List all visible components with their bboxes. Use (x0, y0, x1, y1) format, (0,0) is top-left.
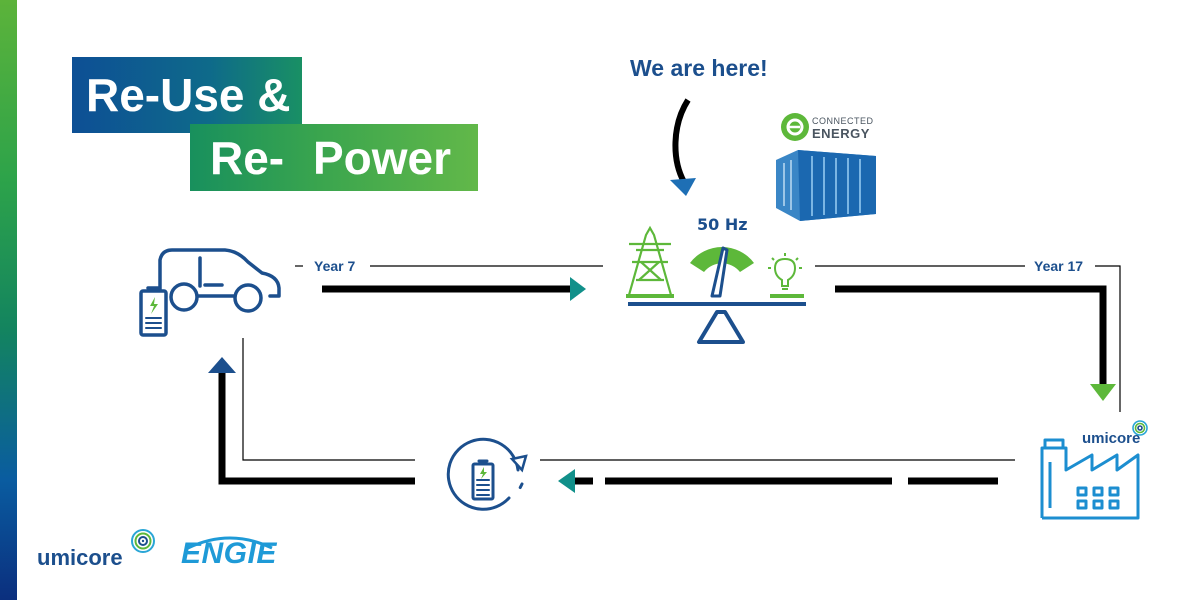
we-are-here-curved-arrow (672, 98, 691, 184)
flow-arrows (218, 285, 1107, 485)
power-pylon-icon (626, 225, 674, 298)
umicore-small-logo-text: umicore (1082, 430, 1141, 447)
frequency-label: 50 Hz (697, 215, 748, 234)
arrowhead-to-car (208, 357, 236, 373)
title-line-1: Re-Use & (72, 57, 302, 133)
arrowhead-to-grid (570, 277, 586, 301)
we-are-here-label: We are here! (630, 55, 768, 81)
arrowhead-to-recycle (558, 469, 575, 493)
factory-icon (1040, 438, 1140, 520)
arrow-recycle-to-car-shaft (218, 372, 415, 485)
container-battery-icon (776, 150, 876, 221)
we-are-here-arrowhead (670, 178, 696, 196)
connected-energy-name-line-1: CONNECTED (812, 116, 874, 126)
connected-energy-logo-icon (781, 113, 809, 141)
title-line-2-part-2: Power (313, 131, 452, 184)
engie-logo-arc (187, 536, 273, 550)
arrow-grid-to-factory-shaft (835, 285, 1107, 385)
engie-logo-text: ENGIE (181, 537, 277, 570)
thin-line-year17-right (1095, 265, 1121, 412)
gradient-side-bar (0, 0, 17, 600)
title-line-2-part-1: Re- (210, 131, 285, 184)
year-17-label: Year 17 (1028, 258, 1090, 274)
connected-energy-name-line-2: ENERGY (812, 126, 870, 141)
title-line-2-background (190, 124, 478, 191)
arrowhead-to-factory (1090, 384, 1116, 401)
thin-line-bottom-left (242, 338, 415, 461)
battery-recycle-icon (446, 437, 528, 511)
umicore-logo-icon (131, 529, 155, 553)
thin-connector-lines (242, 265, 1121, 461)
frequency-gauge-icon (690, 246, 754, 298)
car-battery-bolt-icon (150, 297, 158, 314)
year-7-label: Year 7 (308, 258, 362, 274)
recycle-battery-bolt-icon (480, 467, 487, 479)
lightbulb-icon (768, 253, 804, 298)
umicore-logo-text: umicore (37, 545, 123, 570)
umicore-small-logo-icon (1132, 420, 1148, 436)
balance-scale-icon (628, 302, 806, 344)
car-battery-icon (139, 248, 281, 337)
